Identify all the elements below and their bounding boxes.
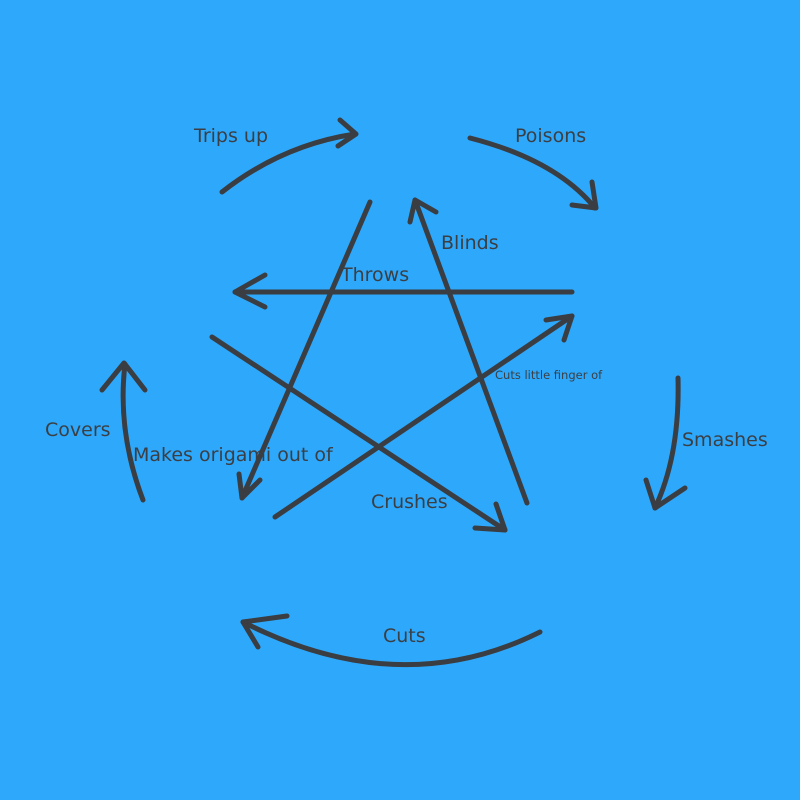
label-trips-up: Trips up [193, 125, 268, 147]
label-throws: Throws [340, 264, 409, 286]
label-covers: Covers [45, 419, 111, 441]
label-smashes: Smashes [682, 429, 768, 451]
label-cuts: Cuts [383, 625, 426, 647]
arc-trips-up [219, 117, 359, 195]
label-crushes: Crushes [371, 491, 448, 513]
arrow-crushes [209, 334, 508, 533]
arrow-throws [232, 272, 575, 310]
label-poisons: Poisons [515, 125, 586, 147]
arc-covers [99, 360, 148, 503]
arc-poisons [467, 135, 599, 211]
label-blinds: Blinds [441, 232, 499, 254]
arrow-cuts-little-finger-of [272, 313, 575, 520]
label-cuts-little-finger-of: Cuts little finger of [495, 368, 603, 382]
arrow-blinds [407, 197, 530, 506]
arc-smashes [643, 375, 688, 511]
arc-cuts [240, 613, 543, 668]
arrow-makes-origami-out-of [236, 199, 373, 501]
label-makes-origami-out-of: Makes origami out of [133, 444, 334, 466]
